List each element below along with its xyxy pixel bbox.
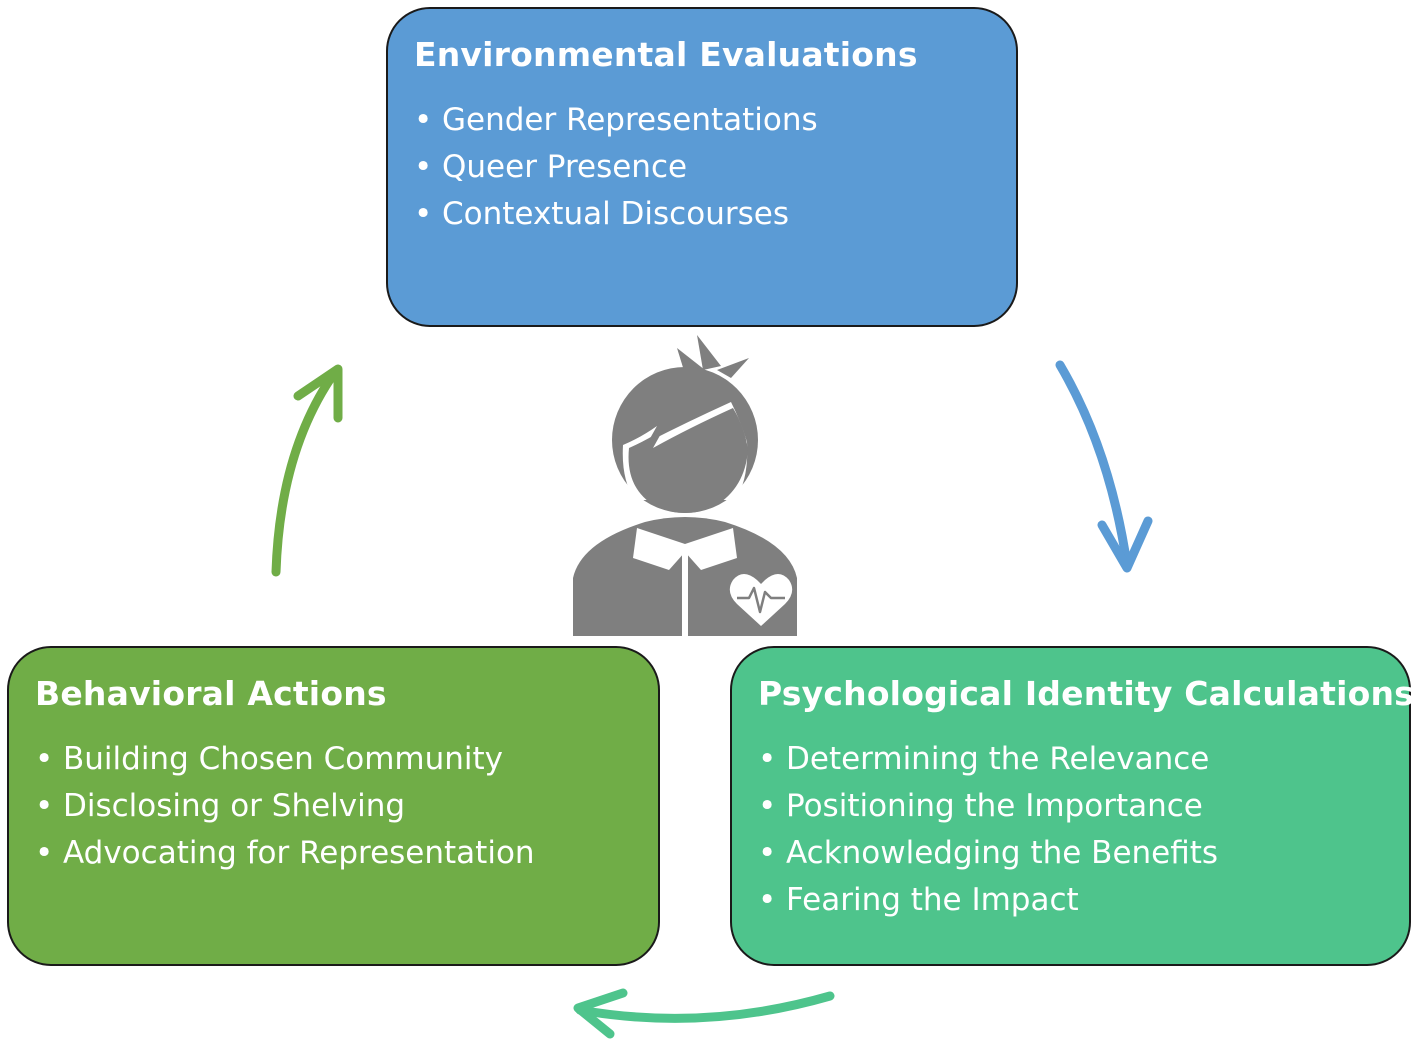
list-item: Determining the Relevance [758, 736, 1218, 783]
list-item: Queer Presence [414, 144, 818, 191]
arrow-psychological-to-behavioral [573, 988, 835, 1039]
arrow-environmental-to-psychological [1055, 360, 1153, 573]
environmental-evaluations-title: Environmental Evaluations [414, 35, 918, 74]
list-item: Contextual Discourses [414, 191, 818, 238]
list-item: Positioning the Importance [758, 783, 1218, 830]
list-item: Acknowledging the Benefits [758, 830, 1218, 877]
person-with-heart-icon [573, 335, 797, 640]
heart-icon [729, 574, 793, 626]
list-item: Gender Representations [414, 97, 818, 144]
behavioral-actions-list: Building Chosen Community Disclosing or … [35, 736, 535, 877]
list-item: Disclosing or Shelving [35, 783, 535, 830]
behavioral-actions-title: Behavioral Actions [35, 674, 387, 713]
environmental-evaluations-list: Gender Representations Queer Presence Co… [414, 97, 818, 238]
environmental-evaluations-box: Environmental Evaluations Gender Represe… [386, 7, 1018, 327]
psychological-identity-calculations-box: Psychological Identity Calculations Dete… [730, 646, 1414, 966]
list-item: Advocating for Representation [35, 830, 535, 877]
arrow-behavioral-to-environmental [271, 364, 343, 577]
list-item: Fearing the Impact [758, 877, 1218, 924]
psychological-identity-calculations-title: Psychological Identity Calculations [758, 674, 1414, 713]
psychological-identity-calculations-list: Determining the Relevance Positioning th… [758, 736, 1218, 924]
behavioral-actions-box: Behavioral Actions Building Chosen Commu… [7, 646, 660, 966]
list-item: Building Chosen Community [35, 736, 535, 783]
